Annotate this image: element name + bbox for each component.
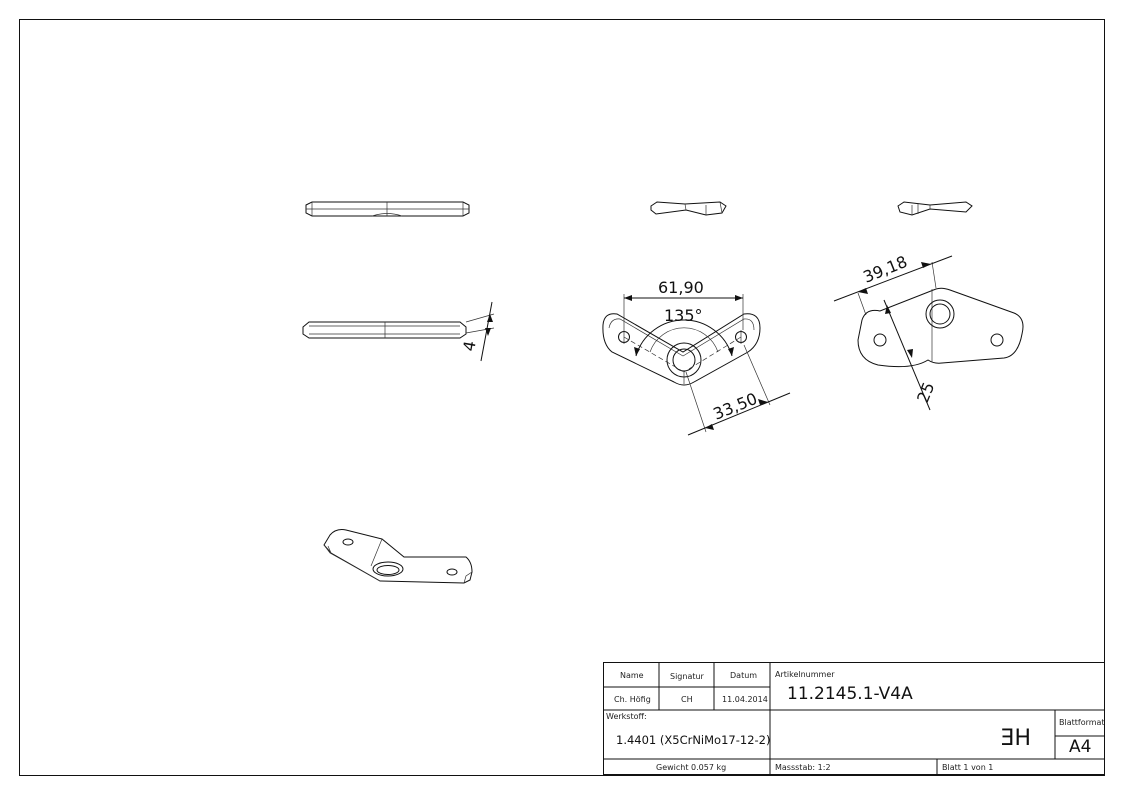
artikelnummer-value: 11.2145.1-V4A — [787, 684, 913, 704]
view-side-left: 4 — [302, 301, 495, 362]
dim-angle-135: 135° — [664, 306, 703, 325]
dim-width-61-90: 61,90 — [658, 278, 704, 297]
sheet-frame — [19, 19, 1105, 776]
name-value: Ch. Höfig — [614, 695, 651, 704]
werkstoff-value: 1.4401 (X5CrNiMo17-12-2) — [616, 733, 770, 747]
massstab-value: Massstab: 1:2 — [775, 763, 831, 772]
dim-thickness-4: 4 — [459, 339, 479, 352]
dim-height-25: 25 — [913, 380, 938, 406]
company-mark: HE — [1001, 726, 1031, 751]
col-name-header: Name — [620, 671, 644, 680]
view-front-center: 61,90 135° 33,50 — [602, 278, 791, 436]
view-top-left — [305, 201, 470, 217]
col-signatur-header: Signatur — [670, 672, 705, 681]
werkstoff-label: Werkstoff: — [606, 712, 647, 721]
title-block: Name Signatur Datum Ch. Höfig CH 11.04.2… — [603, 662, 1105, 775]
view-top-middle — [650, 201, 727, 216]
blattformat-value: A4 — [1069, 737, 1091, 757]
company-logo: HE — [1001, 726, 1031, 751]
datum-value: 11.04.2014 — [722, 695, 768, 704]
artikelnummer-label: Artikelnummer — [775, 670, 835, 679]
signatur-value: CH — [681, 695, 693, 704]
gewicht-value: Gewicht 0.057 kg — [656, 763, 726, 772]
view-isometric — [323, 529, 473, 584]
blattformat-label: Blattformat — [1059, 718, 1105, 727]
dim-dist-33-50: 33,50 — [710, 389, 760, 424]
col-datum-header: Datum — [730, 671, 757, 680]
view-top-right — [897, 201, 973, 216]
view-side-right: 39,18 25 — [833, 252, 1024, 411]
blatt-value: Blatt 1 von 1 — [942, 763, 993, 772]
